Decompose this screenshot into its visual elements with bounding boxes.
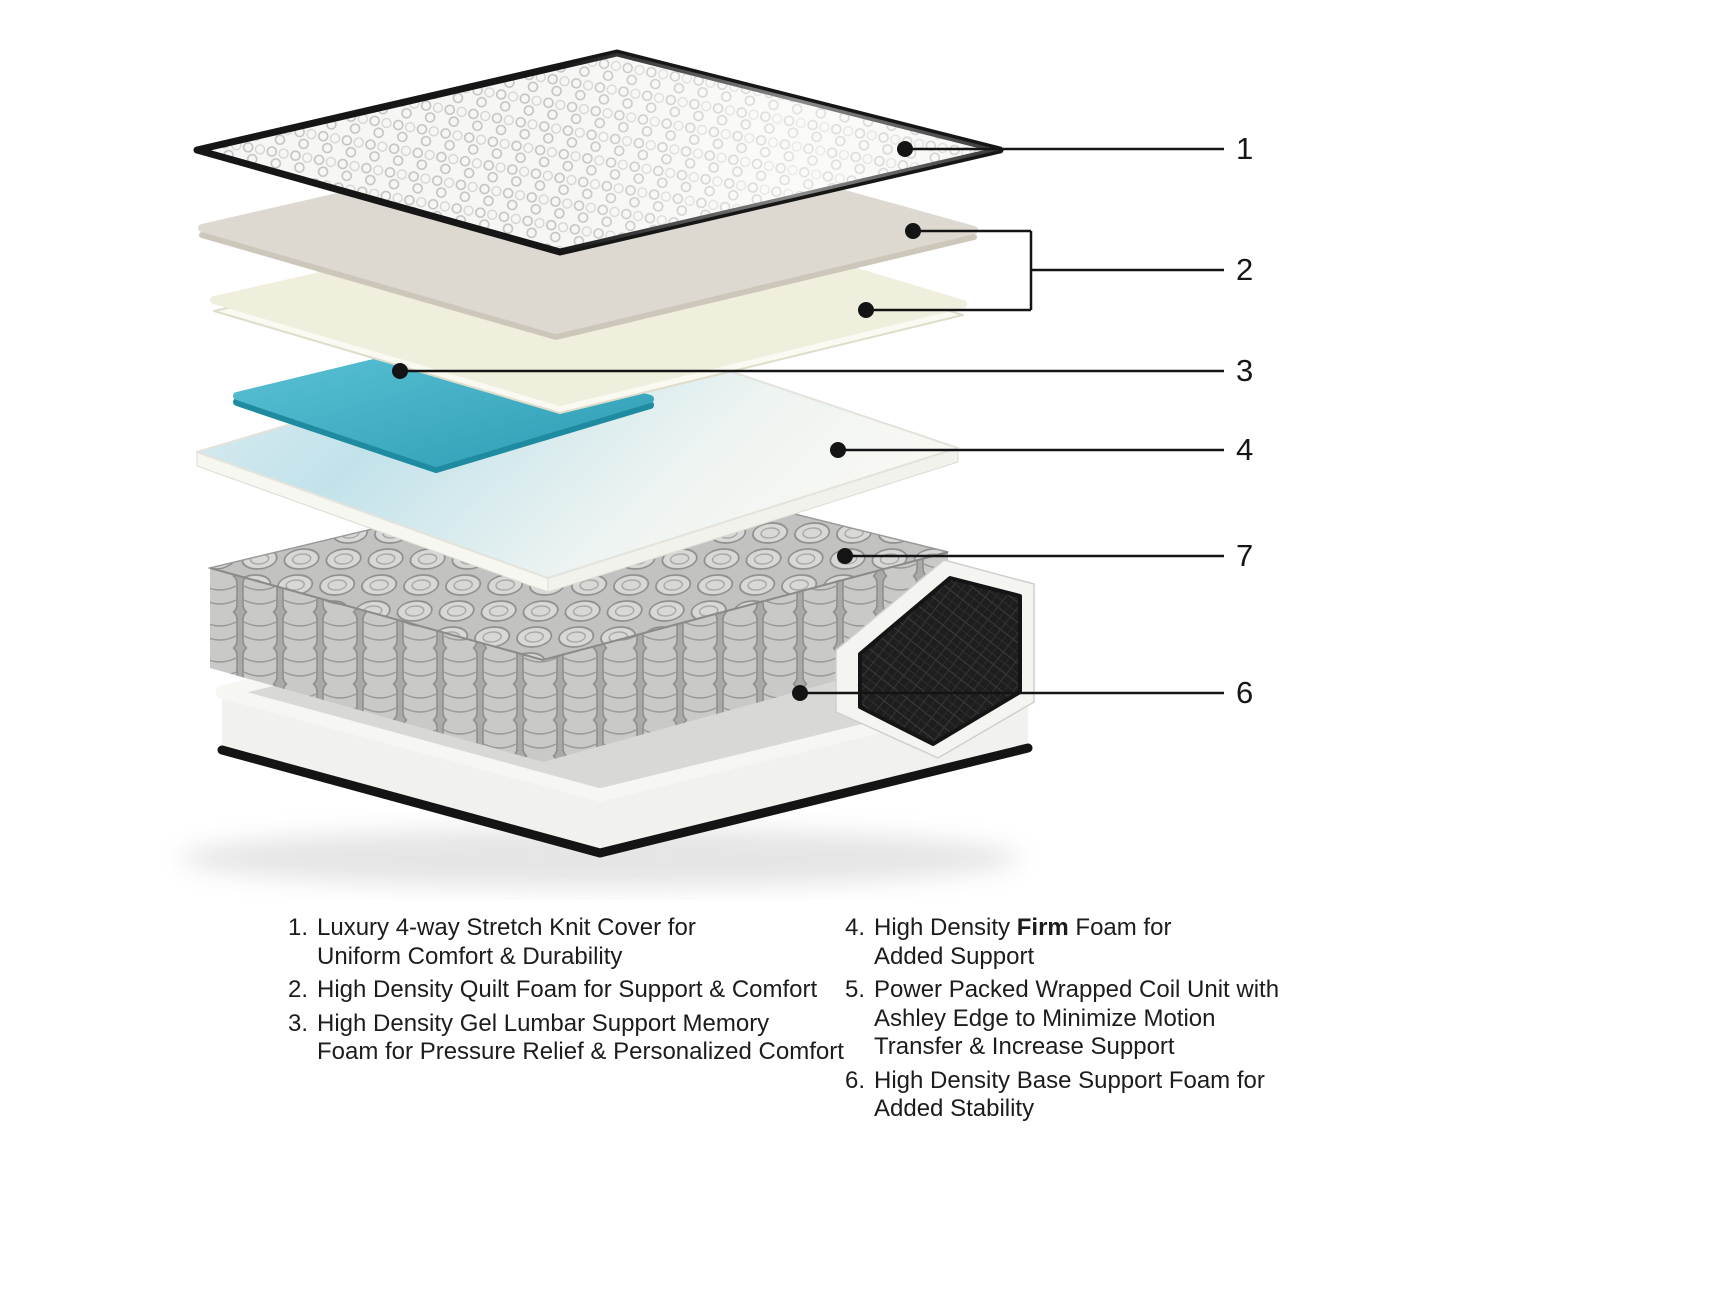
- legend-item-1: 1. Luxury 4-way Stretch Knit Cover for U…: [288, 914, 844, 971]
- legend-item-number: 6.: [845, 1066, 866, 1094]
- legend-column-left: 1. Luxury 4-way Stretch Knit Cover for U…: [288, 914, 844, 1072]
- callout-number-3: 3: [1236, 353, 1255, 388]
- callout-number-1: 1: [1236, 131, 1255, 166]
- legend-item-text: High Density Gel Lumbar Support Memory F…: [317, 1009, 844, 1066]
- callout-number-2: 2: [1236, 252, 1255, 287]
- legend-item-number: 3.: [288, 1009, 309, 1037]
- legend-item-text: High Density Base Support Foam for Added…: [874, 1066, 1265, 1123]
- legend-item-5: 5. Power Packed Wrapped Coil Unit with A…: [845, 976, 1279, 1062]
- legend-item-number: 2.: [288, 976, 309, 1003]
- floor-shadow: [180, 828, 1020, 888]
- callout-lines: [400, 147, 1224, 695]
- legend-item-text: Power Packed Wrapped Coil Unit with Ashl…: [874, 976, 1280, 1060]
- edge-fabric-wedge: [835, 559, 1035, 759]
- legend-item-text: Luxury 4-way Stretch Knit Cover for Unif…: [317, 914, 696, 970]
- mattress-exploded-diagram: [180, 49, 1224, 888]
- legend-item-6: 6. High Density Base Support Foam for Ad…: [845, 1067, 1279, 1124]
- callout-dots: [392, 141, 921, 701]
- legend-column-right: 4. High Density Firm Foam for Added Supp…: [845, 914, 1279, 1129]
- callout-number-7: 7: [1236, 538, 1255, 573]
- legend-item-3: 3. High Density Gel Lumbar Support Memor…: [288, 1010, 844, 1067]
- legend-item-number: 1.: [288, 914, 309, 941]
- legend-item-number: 5.: [845, 976, 866, 1003]
- legend-item-text: High Density Firm Foam for Added Support: [874, 914, 1172, 970]
- legend-item-text: High Density Quilt Foam for Support & Co…: [317, 976, 818, 1003]
- callout-number-6: 6: [1236, 675, 1255, 710]
- legend-item-4: 4. High Density Firm Foam for Added Supp…: [845, 914, 1279, 971]
- legend-item-2: 2. High Density Quilt Foam for Support &…: [288, 976, 844, 1005]
- legend-item-number: 4.: [845, 914, 866, 941]
- callout-number-4: 4: [1236, 432, 1255, 467]
